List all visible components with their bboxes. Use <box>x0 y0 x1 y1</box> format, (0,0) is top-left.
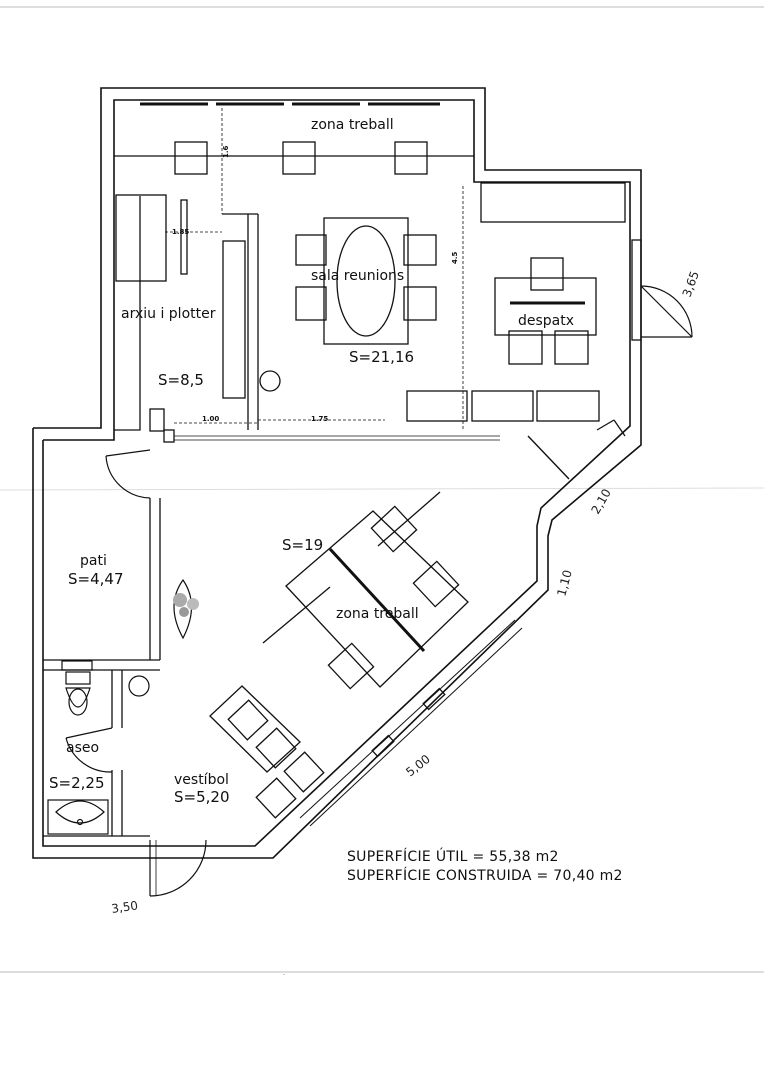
total-superficie-construida: SUPERFÍCIE CONSTRUIDA = 70,40 m2 <box>347 867 623 884</box>
hand-3-65: 3,65 <box>680 269 702 299</box>
label-sala-reunions-area: S=21,16 <box>349 348 414 366</box>
label-vestibol-area: S=5,20 <box>174 788 230 806</box>
label-pati-area: S=4,47 <box>68 570 124 588</box>
label-zona-treball-bottom-area: S=19 <box>282 536 323 554</box>
total-superficie-util: SUPERFÍCIE ÚTIL = 55,38 m2 <box>347 847 559 865</box>
furniture-zona-treball-top <box>174 141 428 175</box>
furniture-pati-plant <box>173 578 199 640</box>
label-aseo-area: S=2,25 <box>49 774 105 792</box>
dim-1-75: 1.75 <box>311 415 328 423</box>
hand-1-10: 1,10 <box>554 568 574 597</box>
outer-walls <box>32 87 642 859</box>
dim-1-85: 1.85 <box>172 228 189 236</box>
label-zona-treball-top: zona treball <box>311 117 394 133</box>
furniture-aseo <box>47 660 150 835</box>
interior-walls <box>43 155 642 837</box>
hand-2-10: 2,10 <box>588 486 613 516</box>
label-despatx: despatx <box>518 313 574 329</box>
hand-5-00: 5,00 <box>403 752 433 779</box>
dim-4-5: 4.5 <box>451 251 459 264</box>
label-zona-treball-bottom: zona treball <box>336 606 419 622</box>
dimension-lines <box>165 108 464 430</box>
furniture-despatx <box>406 182 626 422</box>
label-sala-reunions: sala reunions <box>311 268 404 284</box>
label-pati: pati <box>80 553 107 569</box>
paper-fold <box>0 487 764 491</box>
label-aseo: aseo <box>66 740 99 756</box>
label-arxiu-area: S=8,5 <box>158 371 204 389</box>
label-arxiu: arxiu i plotter <box>121 306 216 322</box>
furniture-archive <box>115 194 281 399</box>
paper-mark: · <box>283 972 285 979</box>
doors <box>65 285 693 897</box>
dim-1-6: 1.6 <box>222 145 230 158</box>
furniture-zona-treball-bottom <box>209 491 469 819</box>
dim-1-00: 1.00 <box>202 415 219 423</box>
label-vestibol: vestíbol <box>174 772 229 788</box>
hand-3-50: 3,50 <box>110 898 138 916</box>
furniture-sala-reunions <box>295 217 437 345</box>
